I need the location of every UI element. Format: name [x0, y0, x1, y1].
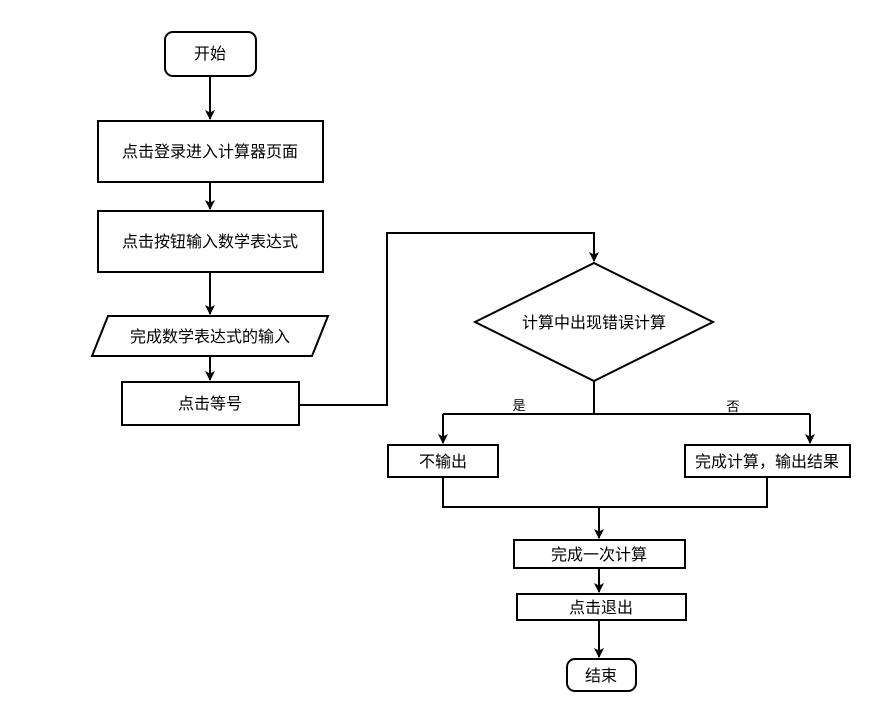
decision-node-label: 计算中出现错误计算	[522, 313, 666, 332]
complete-once-node-label: 完成一次计算	[551, 545, 647, 564]
edge-equals-to-decision	[300, 232, 599, 406]
login-node: 点击登录进入计算器页面	[97, 120, 324, 183]
no-output-node: 不输出	[387, 444, 499, 478]
decision-node: 计算中出现错误计算	[472, 261, 716, 383]
no-output-node-label: 不输出	[419, 452, 467, 471]
end-node-label: 结束	[585, 666, 617, 685]
edge-label-yes: 是	[512, 399, 525, 414]
output-result-node: 完成计算，输出结果	[684, 444, 851, 478]
edge-merge	[442, 477, 768, 508]
edge-label-no: 否	[726, 400, 739, 415]
end-node: 结束	[566, 658, 637, 692]
input-node: 点击按钮输入数学表达式	[97, 210, 324, 273]
output-result-node-label: 完成计算，输出结果	[695, 452, 839, 471]
input-done-node-label: 完成数学表达式的输入	[130, 327, 290, 346]
input-done-node: 完成数学表达式的输入	[90, 315, 330, 357]
exit-node: 点击退出	[516, 593, 687, 621]
start-node: 开始	[164, 31, 257, 77]
start-node-label: 开始	[194, 44, 226, 63]
equals-node: 点击等号	[121, 381, 300, 426]
edges	[205, 77, 815, 658]
login-node-label: 点击登录进入计算器页面	[122, 142, 298, 161]
input-node-label: 点击按钮输入数学表达式	[122, 232, 298, 251]
exit-node-label: 点击退出	[569, 598, 633, 617]
complete-once-node: 完成一次计算	[513, 539, 686, 569]
equals-node-label: 点击等号	[178, 394, 242, 413]
